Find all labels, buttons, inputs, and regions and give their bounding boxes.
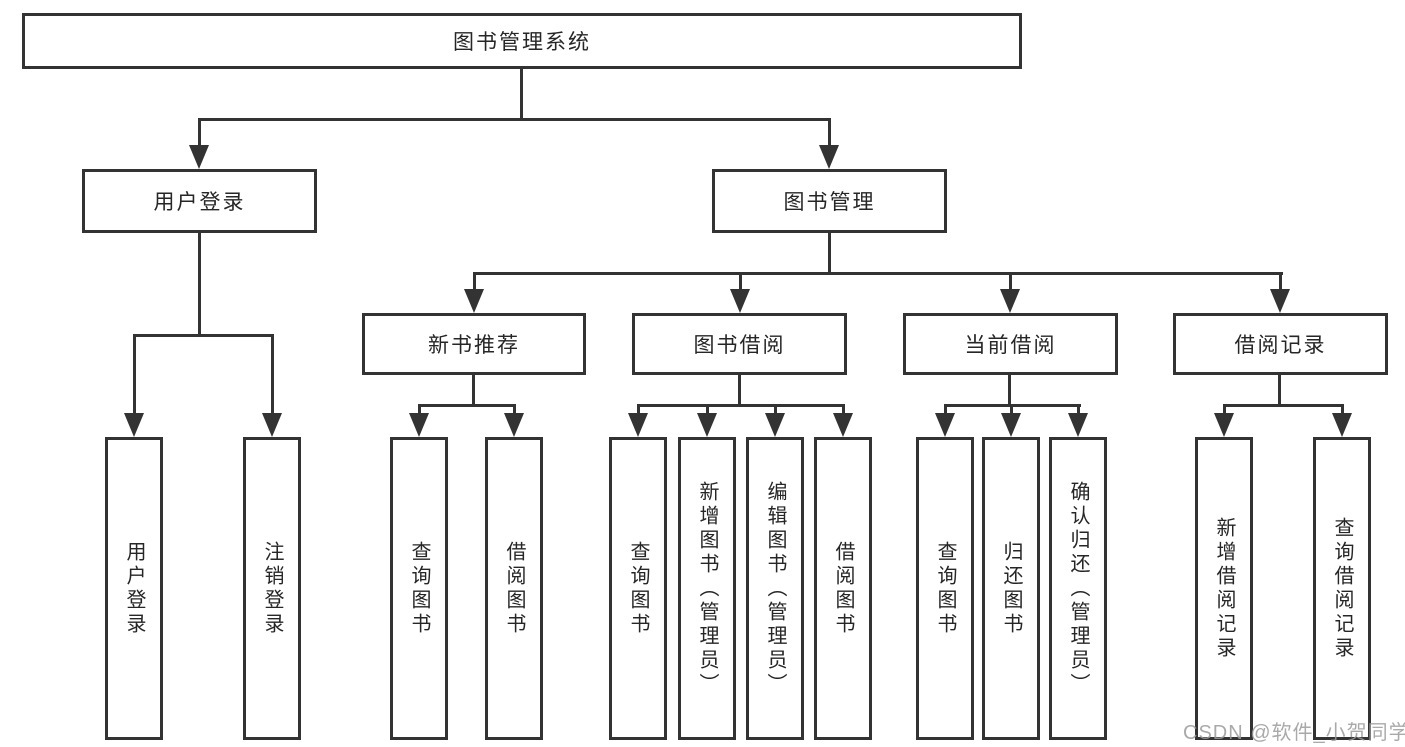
down-arrow bbox=[730, 273, 750, 313]
leaf-label: 新增图书（管理员） bbox=[696, 480, 718, 697]
leaf-label: 编辑图书（管理员） bbox=[764, 480, 786, 697]
connector-line bbox=[418, 404, 516, 407]
node-label: 当前借阅 bbox=[964, 334, 1057, 357]
leaf-label: 借阅图书 bbox=[832, 540, 854, 637]
down-arrow bbox=[1214, 405, 1234, 437]
connector-line bbox=[1223, 404, 1344, 407]
node-current-borrowing: 当前借阅 bbox=[903, 313, 1118, 375]
node-user-login: 用户登录 bbox=[82, 169, 317, 233]
down-arrow bbox=[833, 405, 853, 437]
down-arrow bbox=[765, 405, 785, 437]
node-new-book-recommendation: 新书推荐 bbox=[362, 313, 586, 375]
connector-line bbox=[472, 375, 475, 406]
connector-line bbox=[133, 334, 274, 337]
connector-line bbox=[198, 118, 831, 121]
node-book-management: 图书管理 bbox=[712, 169, 947, 233]
leaf-node: 查询图书 bbox=[609, 437, 667, 740]
leaf-node: 查询图书 bbox=[916, 437, 974, 740]
leaf-label: 注销登录 bbox=[261, 540, 283, 637]
leaf-label: 新增借阅记录 bbox=[1213, 516, 1235, 661]
down-arrow bbox=[819, 119, 839, 169]
node-label: 图书管理 bbox=[783, 191, 876, 214]
down-arrow bbox=[697, 405, 717, 437]
down-arrow bbox=[1332, 405, 1352, 437]
down-arrow bbox=[189, 119, 209, 169]
leaf-label: 归还图书 bbox=[1000, 540, 1022, 637]
leaf-node: 确认归还（管理员） bbox=[1049, 437, 1107, 740]
leaf-label: 查询借阅记录 bbox=[1331, 516, 1353, 661]
leaf-node: 归还图书 bbox=[982, 437, 1040, 740]
down-arrow bbox=[409, 405, 429, 437]
down-arrow bbox=[1000, 273, 1020, 313]
connector-line bbox=[198, 233, 201, 336]
down-arrow bbox=[464, 273, 484, 313]
connector-line bbox=[520, 69, 523, 120]
leaf-label: 查询图书 bbox=[408, 540, 430, 637]
leaf-node: 用户登录 bbox=[105, 437, 163, 740]
node-book-borrowing: 图书借阅 bbox=[632, 313, 847, 375]
down-arrow bbox=[1001, 405, 1021, 437]
connector-line bbox=[1278, 375, 1281, 406]
down-arrow bbox=[262, 335, 282, 437]
down-arrow bbox=[1068, 405, 1088, 437]
leaf-label: 查询图书 bbox=[627, 540, 649, 637]
leaf-node: 借阅图书 bbox=[485, 437, 543, 740]
leaf-label: 用户登录 bbox=[123, 540, 145, 637]
node-label: 用户登录 bbox=[153, 191, 246, 214]
node-root: 图书管理系统 bbox=[22, 13, 1022, 69]
down-arrow bbox=[1270, 273, 1290, 313]
node-label: 图书借阅 bbox=[693, 334, 786, 357]
leaf-label: 借阅图书 bbox=[503, 540, 525, 637]
leaf-label: 确认归还（管理员） bbox=[1067, 480, 1089, 697]
node-borrowing-records: 借阅记录 bbox=[1173, 313, 1388, 375]
down-arrow bbox=[628, 405, 648, 437]
node-label: 借阅记录 bbox=[1234, 334, 1327, 357]
down-arrow bbox=[124, 335, 144, 437]
connector-line bbox=[1008, 375, 1011, 406]
leaf-node: 编辑图书（管理员） bbox=[746, 437, 804, 740]
node-label: 新书推荐 bbox=[428, 334, 520, 357]
connector-line bbox=[473, 272, 1283, 275]
leaf-node: 查询借阅记录 bbox=[1313, 437, 1371, 740]
down-arrow bbox=[935, 405, 955, 437]
connector-line bbox=[738, 375, 741, 406]
leaf-node: 借阅图书 bbox=[814, 437, 872, 740]
leaf-node: 新增图书（管理员） bbox=[678, 437, 736, 740]
down-arrow bbox=[504, 405, 524, 437]
leaf-node: 查询图书 bbox=[390, 437, 448, 740]
leaf-node: 新增借阅记录 bbox=[1195, 437, 1253, 740]
connector-line bbox=[944, 404, 1081, 407]
csdn-watermark: CSDN @软件_小贺同学 bbox=[1183, 722, 1405, 744]
connector-line bbox=[637, 404, 845, 407]
leaf-label: 查询图书 bbox=[934, 540, 956, 637]
node-root-label: 图书管理系统 bbox=[453, 31, 591, 54]
leaf-node: 注销登录 bbox=[243, 437, 301, 740]
connector-line bbox=[828, 233, 831, 273]
